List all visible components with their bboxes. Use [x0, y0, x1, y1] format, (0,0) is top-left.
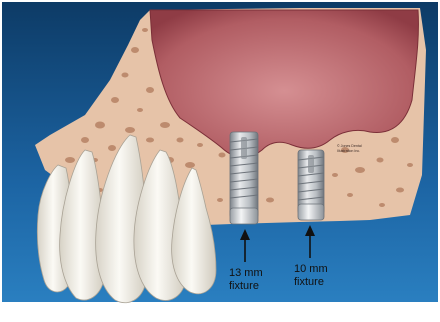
label-13mm-line2: fixture: [229, 280, 259, 292]
svg-text:© Jones Dental: © Jones Dental: [337, 144, 362, 148]
label-13mm-line1: 13 mm: [229, 267, 263, 279]
implant-13mm: [230, 132, 258, 224]
svg-text:Illustration Inc.: Illustration Inc.: [337, 149, 360, 153]
implant-10mm: [298, 150, 324, 220]
label-10mm-line1: 10 mm: [294, 263, 328, 275]
credit-text: © Jones Dental Illustration Inc.: [337, 144, 362, 153]
label-10mm-line2: fixture: [294, 276, 324, 288]
